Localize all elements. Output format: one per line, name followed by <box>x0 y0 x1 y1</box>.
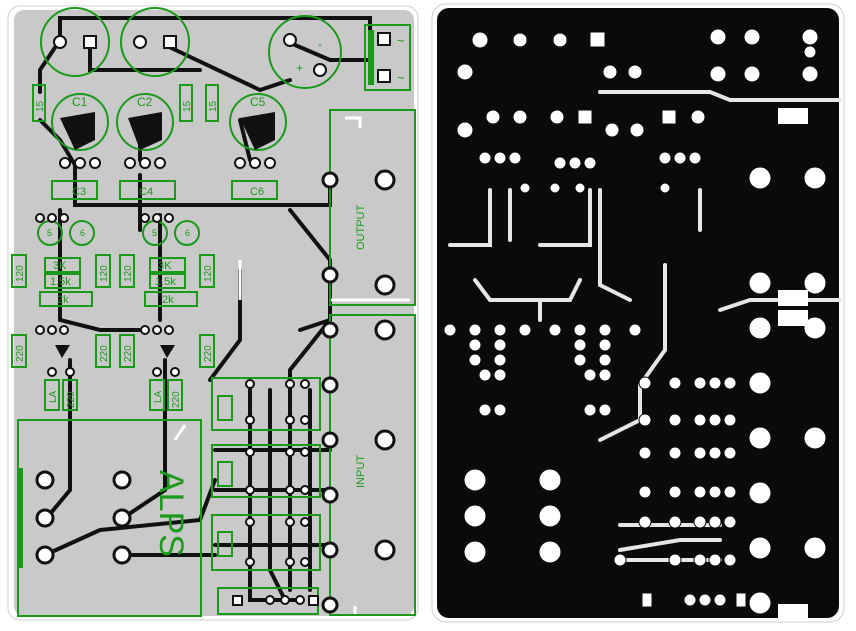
r220-label-1: 220 <box>15 345 26 362</box>
ac-connector-pads <box>377 32 391 83</box>
top-cap-minus: - <box>318 37 322 51</box>
cap-c6-label: C6 <box>250 186 264 198</box>
ac-connector <box>364 24 411 91</box>
right-board-svg <box>431 3 845 623</box>
small-6-label-2: 6 <box>185 228 190 238</box>
ac-connector-bar <box>368 30 374 85</box>
output-pads <box>321 169 396 296</box>
r220-label-3: 220 <box>66 391 77 408</box>
output-label: OUTPUT <box>355 205 367 251</box>
input-pads <box>321 319 396 614</box>
r15-label-3: 15 <box>208 100 219 112</box>
input-relays <box>211 377 321 571</box>
r1-5k-label-1: 1.5k <box>50 276 71 288</box>
channel-left: 120 120 3K 1.5k 2k 220 220 LA 220 5 6 <box>11 213 111 411</box>
cap-c1-label: C1 <box>72 95 88 109</box>
r220-label-5: 220 <box>203 345 214 362</box>
la-label-2: LA <box>153 390 164 403</box>
ac-symbol-1: ~ <box>397 33 405 48</box>
small-electrolytic-fills <box>60 112 275 150</box>
r120-label-4: 120 <box>203 265 214 282</box>
right-notches <box>778 108 808 620</box>
la-label-1: LA <box>48 390 59 403</box>
r15-label-2: 15 <box>182 100 193 112</box>
small-electrolytics <box>51 93 287 151</box>
r15-label-1: 15 <box>35 100 46 112</box>
left-board-copper <box>14 10 414 616</box>
r220-label-2: 220 <box>99 345 110 362</box>
r3k-label-1: 3K <box>53 260 67 272</box>
left-board-svg: + - ~ ~ 15 15 15 C1 C2 C5 C3 C4 <box>7 5 419 621</box>
alps-pot-bar <box>18 468 23 568</box>
input-label: INPUT <box>355 455 367 488</box>
right-board-panel <box>430 0 850 626</box>
r15-resistors <box>32 84 219 122</box>
output-connector <box>329 109 416 306</box>
r3k-label-2: 3K <box>158 260 172 272</box>
top-cap-plus: + <box>296 61 303 75</box>
r220-label-6: 220 <box>171 391 182 408</box>
right-board-copper <box>437 8 839 618</box>
top-electrolytics <box>40 7 342 89</box>
bottom-header-pads <box>232 595 319 606</box>
alps-pot-pads <box>35 470 132 565</box>
right-pads <box>443 28 827 615</box>
small-6-label-1: 6 <box>80 228 85 238</box>
alps-pot-brand: ALPS <box>152 470 190 557</box>
channel-right: 120 120 3K 1.5k 2k 220 220 LA 220 5 6 <box>119 213 215 411</box>
cap-c3-label: C3 <box>72 186 86 198</box>
left-white-gaps <box>173 116 410 616</box>
r1-5k-label-2: 1.5k <box>155 276 176 288</box>
ac-symbol-2: ~ <box>397 70 405 85</box>
r120-label-3: 120 <box>123 265 134 282</box>
r2k-label-2: 2k <box>162 294 174 306</box>
cap-c4-label: C4 <box>139 186 153 198</box>
cap-c5-label: C5 <box>250 95 266 109</box>
left-board-panel: + - ~ ~ 15 15 15 C1 C2 C5 C3 C4 <box>0 0 425 626</box>
relay-pads <box>245 379 310 567</box>
cap-pad-row <box>59 157 276 169</box>
r120-label-1: 120 <box>15 265 26 282</box>
film-caps <box>51 180 278 200</box>
small-5-label-2: 5 <box>152 228 157 238</box>
r2k-label-1: 2k <box>57 294 69 306</box>
r120-label-2: 120 <box>99 265 110 282</box>
small-5-label-1: 5 <box>47 228 52 238</box>
input-connector <box>329 314 416 616</box>
r220-label-4: 220 <box>123 345 134 362</box>
top-cap-pads <box>53 33 327 77</box>
cap-c2-label: C2 <box>137 95 153 109</box>
